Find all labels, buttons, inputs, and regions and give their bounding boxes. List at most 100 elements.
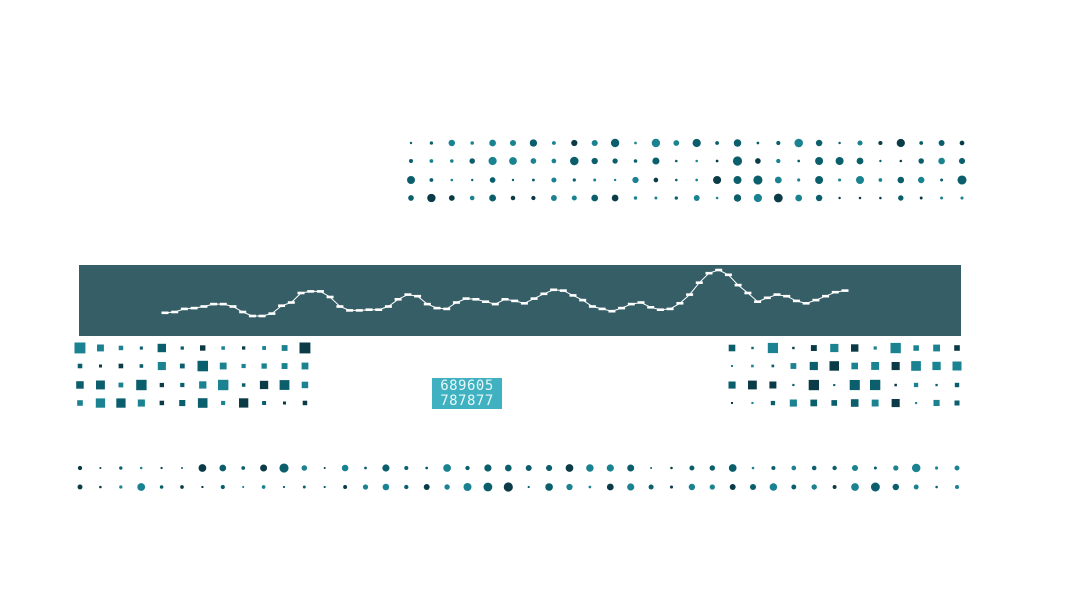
sparkline-marker (705, 271, 713, 275)
top-dot (940, 178, 944, 182)
top-dot (674, 196, 678, 200)
top-dot (795, 194, 803, 202)
right-square (870, 379, 881, 391)
right-square (954, 400, 960, 406)
left-square (139, 364, 144, 368)
right-square (933, 344, 940, 352)
top-dot (634, 141, 637, 145)
bottom-dot (688, 483, 696, 491)
bottom-dot (606, 483, 614, 491)
top-dot (918, 158, 924, 164)
right-square (830, 343, 839, 353)
top-dot (755, 158, 761, 164)
top-dot (733, 176, 742, 184)
left-square (116, 398, 126, 408)
sparkline (161, 268, 849, 318)
left-square (262, 346, 266, 350)
left-square (281, 363, 288, 369)
right-square (731, 402, 733, 404)
number-line-1: 689605 (440, 377, 494, 394)
left-square-grid (74, 342, 311, 408)
right-square (751, 346, 754, 350)
bottom-dot (935, 485, 938, 489)
top-dot (488, 156, 497, 166)
sparkline-band (79, 265, 961, 336)
sparkline-marker (520, 302, 528, 305)
left-square (97, 344, 104, 352)
left-square (218, 379, 229, 391)
top-dot (409, 159, 413, 163)
top-dot (773, 193, 783, 203)
sparkline-marker (812, 298, 820, 302)
bottom-dot (689, 465, 695, 471)
bottom-dot (586, 464, 594, 472)
bottom-dot (444, 484, 450, 490)
left-square (118, 382, 124, 388)
bottom-dot (160, 466, 163, 470)
bottom-dot (648, 484, 654, 490)
sparkline-marker (297, 291, 305, 295)
left-square (283, 401, 286, 405)
top-dot (855, 175, 865, 185)
bottom-dot-grid (77, 463, 960, 492)
bottom-dot (159, 485, 164, 489)
top-dot (733, 194, 742, 202)
right-square (871, 399, 879, 407)
right-square (913, 345, 919, 351)
top-dot (651, 138, 661, 148)
sparkline-marker (219, 302, 227, 306)
top-dot (489, 139, 496, 147)
right-square (829, 361, 839, 371)
top-dot (879, 159, 882, 163)
bottom-dot (728, 464, 737, 472)
top-dot (940, 196, 944, 200)
bottom-dot (404, 465, 409, 471)
bottom-dot (504, 464, 512, 472)
right-square (769, 381, 777, 389)
sparkline-marker (394, 298, 402, 301)
top-dot (448, 195, 455, 201)
left-square (197, 360, 208, 372)
sparkline-marker (287, 301, 295, 304)
left-square (221, 400, 226, 405)
top-dot (957, 175, 967, 185)
sparkline-marker (491, 302, 499, 306)
left-square (118, 363, 124, 369)
top-dot (896, 138, 905, 148)
sparkline-marker (229, 305, 237, 308)
left-square (301, 362, 309, 370)
top-dot (652, 157, 660, 165)
bottom-dot (709, 465, 716, 471)
top-dot (530, 158, 537, 164)
top-dot (470, 141, 474, 145)
top-dot (633, 196, 638, 200)
right-square (770, 400, 776, 406)
left-square (221, 346, 225, 350)
sparkline-marker (608, 309, 616, 313)
right-square (891, 399, 900, 408)
right-square (809, 361, 818, 371)
bottom-dot (219, 464, 227, 472)
right-square-grid (728, 342, 962, 408)
top-dot (529, 139, 538, 147)
bottom-dot (362, 484, 369, 490)
right-square (894, 383, 897, 387)
left-square (197, 398, 208, 408)
bottom-dot (279, 463, 289, 473)
top-dot (774, 176, 782, 184)
top-dot (959, 140, 965, 146)
top-dot (610, 138, 620, 148)
sparkline-marker (501, 298, 509, 301)
top-dot (531, 195, 536, 201)
left-square (157, 362, 166, 371)
bottom-dot (870, 482, 880, 492)
top-dot (776, 140, 781, 146)
top-dot (753, 193, 763, 203)
bottom-dot (181, 467, 183, 469)
left-square (137, 399, 145, 407)
bottom-dot (892, 483, 900, 491)
left-square (200, 345, 206, 351)
right-square (873, 346, 877, 350)
top-dot (695, 178, 699, 182)
top-dot (551, 158, 557, 164)
